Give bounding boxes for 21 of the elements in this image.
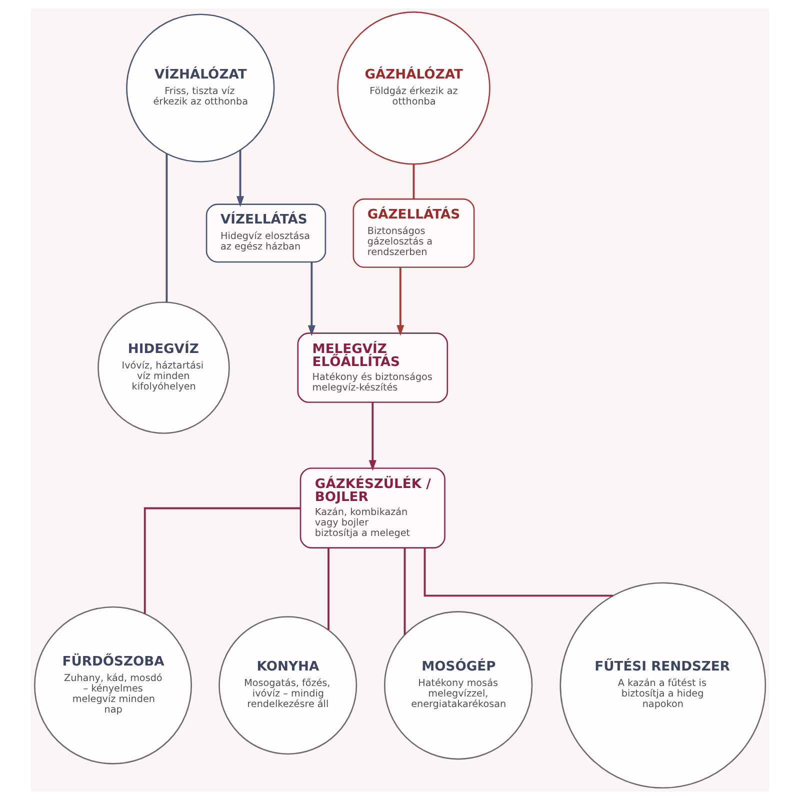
node-circle: VÍZHÁLÓZAT Friss, tiszta víz érkezik az otthonba (126, 14, 275, 162)
node-box: MELEGVÍZ ELŐÁLLÍTÁS Hatékony és biztonságos melegvíz-készítés (297, 332, 448, 403)
node-box: GÁZELLÁTÁS Biztonságos gázelosztás a rendszerben (352, 198, 475, 268)
arrow (368, 402, 376, 471)
connector (166, 154, 168, 302)
node-circle: MOSÓGÉP Hatékony mosás melegvízzel, energiatakarékosan (384, 611, 533, 760)
node-circle: FŰTÉSI RENDSZER A kazán a fűtést is biztosítja a hideg napokon (560, 582, 766, 789)
node-box: GÁZKÉSZÜLÉK / BOJLER Kazán, kombikazán vagy bojler biztosítja a meleget (300, 468, 446, 548)
connector (144, 507, 300, 614)
node-circle: GÁZHÁLÓZAT Földgáz érkezik az otthonba (337, 11, 490, 165)
connector (404, 548, 406, 635)
node-box: VÍZELLÁTÁS Hidegvíz elosztása az egész házban (206, 204, 326, 263)
arrow (396, 267, 404, 336)
arrow (236, 150, 244, 208)
connector (412, 164, 415, 199)
node-circle: KONYHA Mosogatás, főzés, ivóvíz – mindig rendelkezésre áll (218, 616, 358, 755)
node-circle: HIDEGVÍZ Ivóvíz, háztartási víz minden kifolyóhelyen (98, 302, 230, 434)
node-circle: FÜRDŐSZOBA Zuhany, kád, mosdó – kényelmes melegvíz minden nap (34, 606, 192, 764)
connector (424, 548, 613, 597)
connector (328, 548, 330, 630)
arrow (308, 262, 316, 336)
